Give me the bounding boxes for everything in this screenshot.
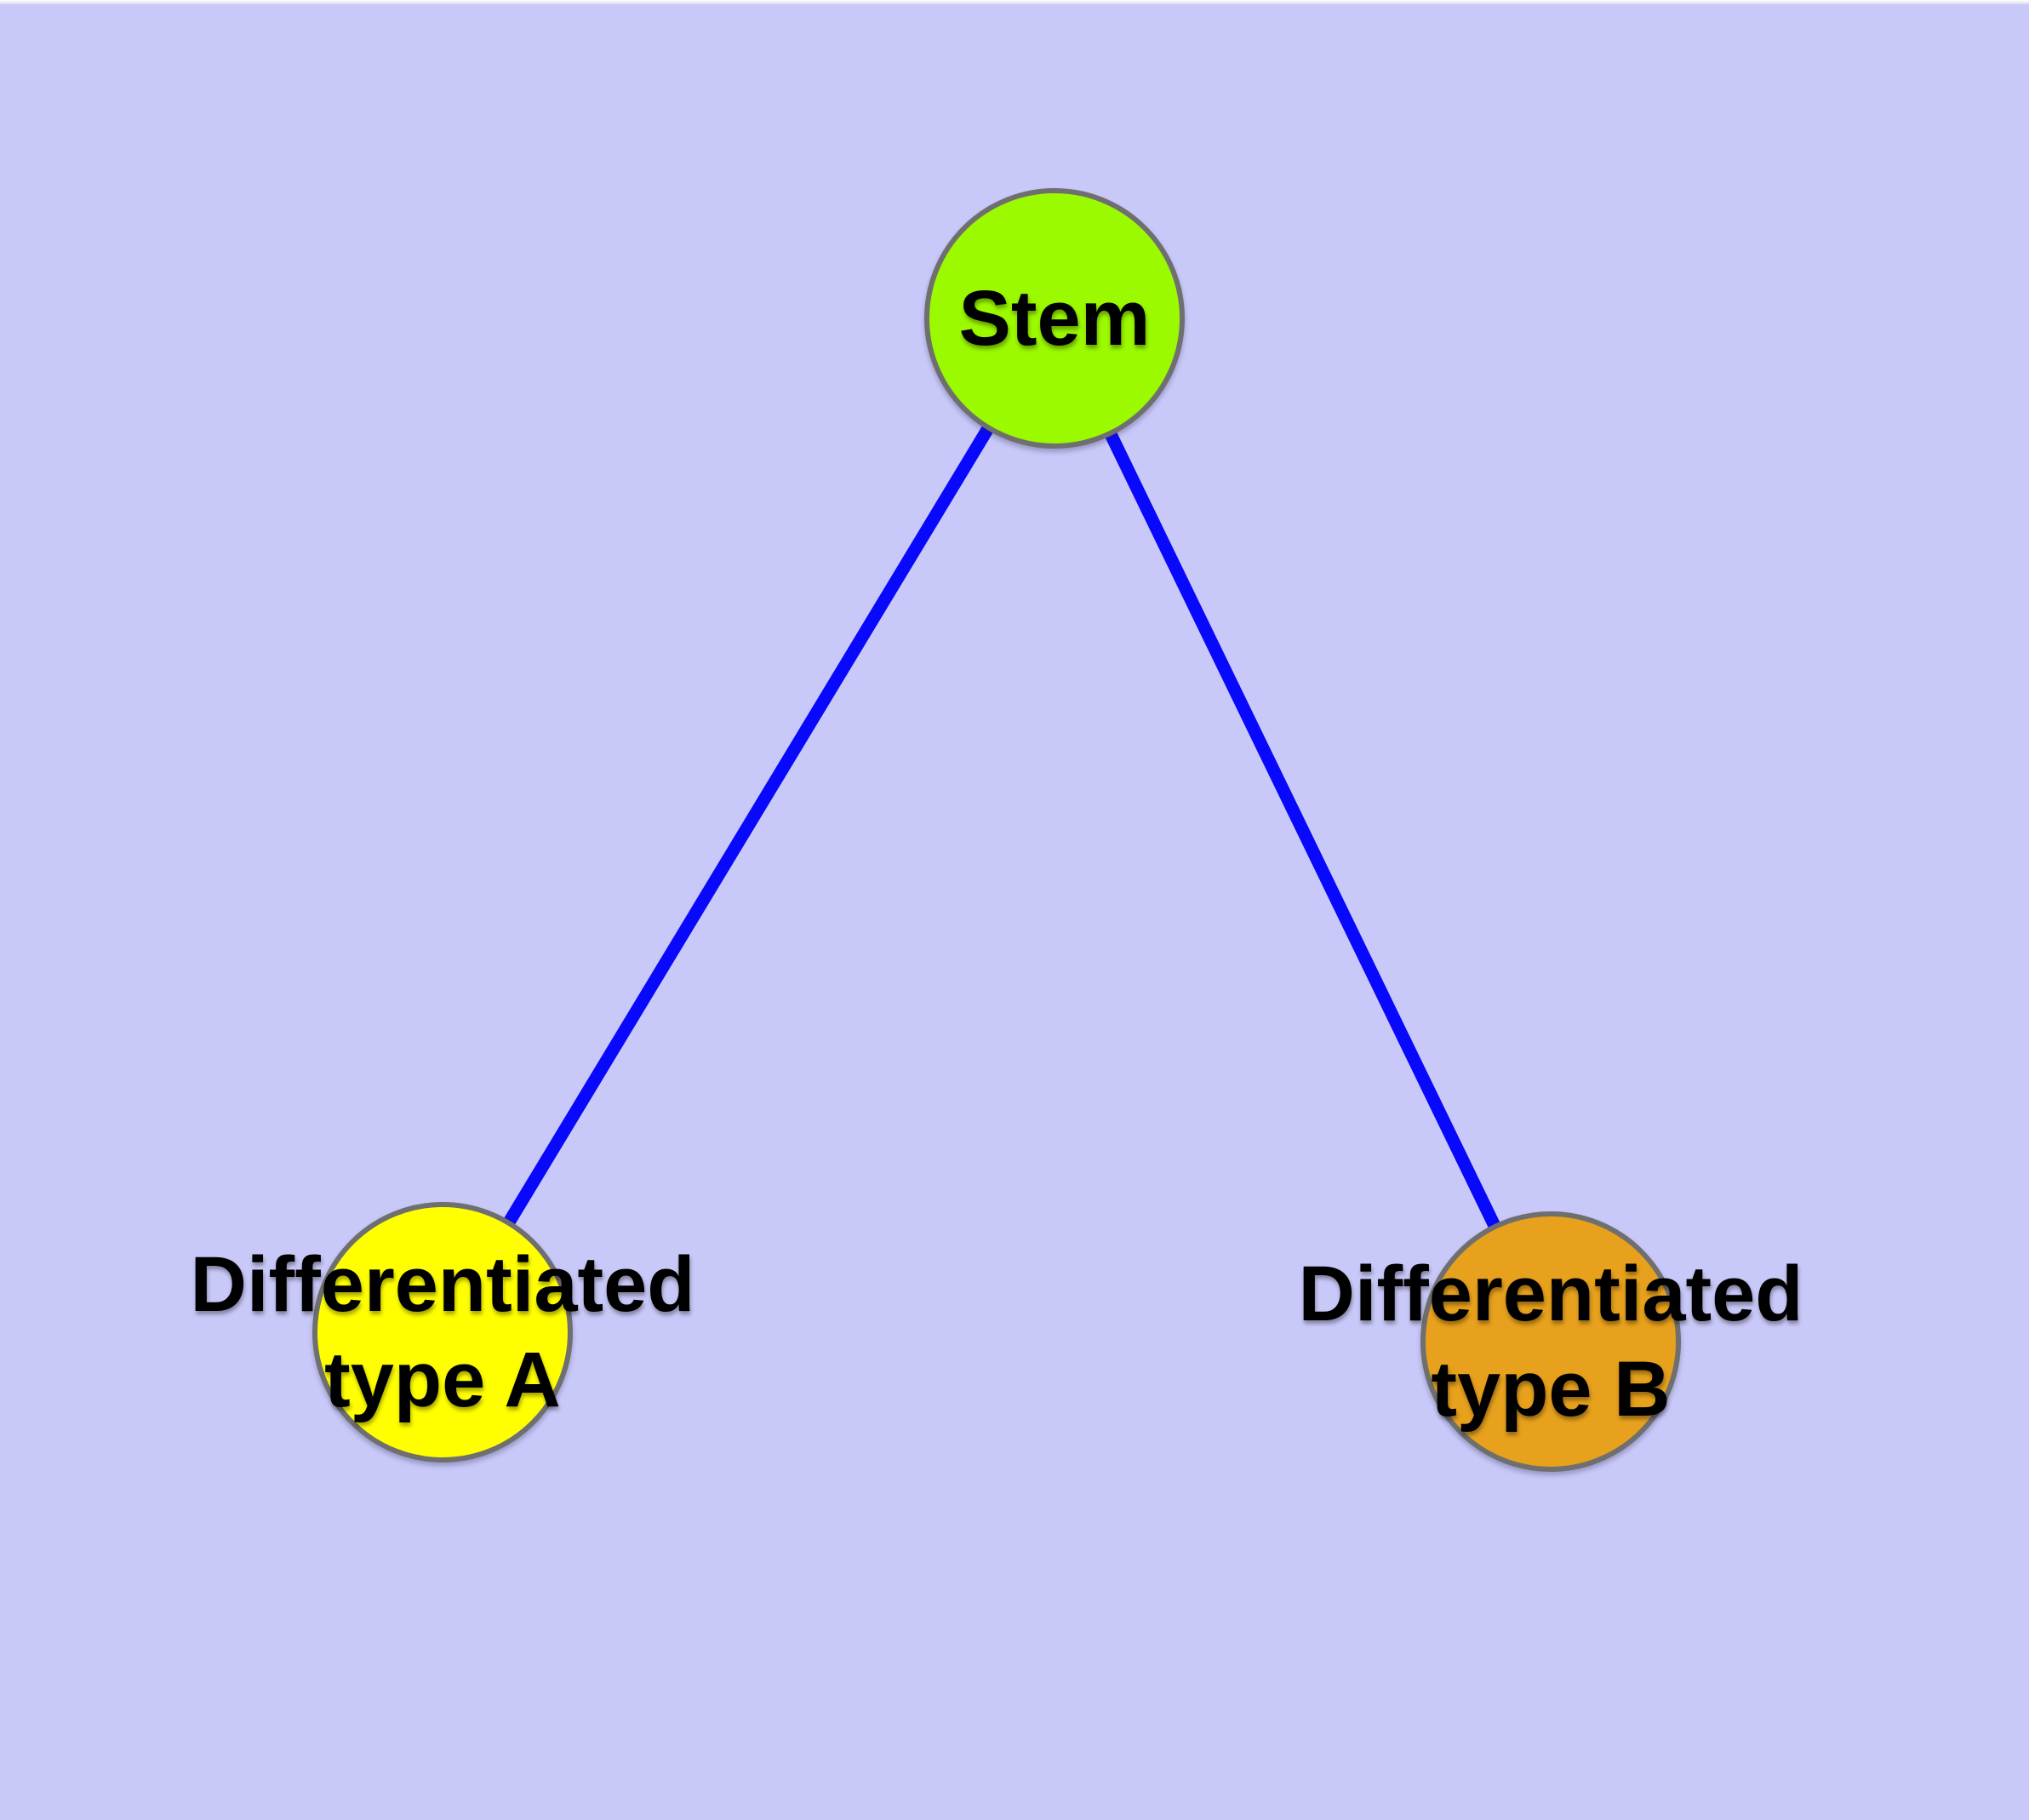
window-top-strip [0, 0, 2029, 4]
node-stem[interactable]: Stem [924, 188, 1185, 449]
node-differentiated-type-b[interactable]: Differentiated type B [1299, 1211, 1803, 1472]
edge-stem-to-type-a[interactable] [437, 315, 1060, 1336]
node-differentiated-type-a[interactable]: Differentiated type A [191, 1202, 694, 1462]
node-stem-label: Stem [958, 274, 1151, 362]
edge-stem-to-type-b[interactable] [1049, 315, 1557, 1345]
